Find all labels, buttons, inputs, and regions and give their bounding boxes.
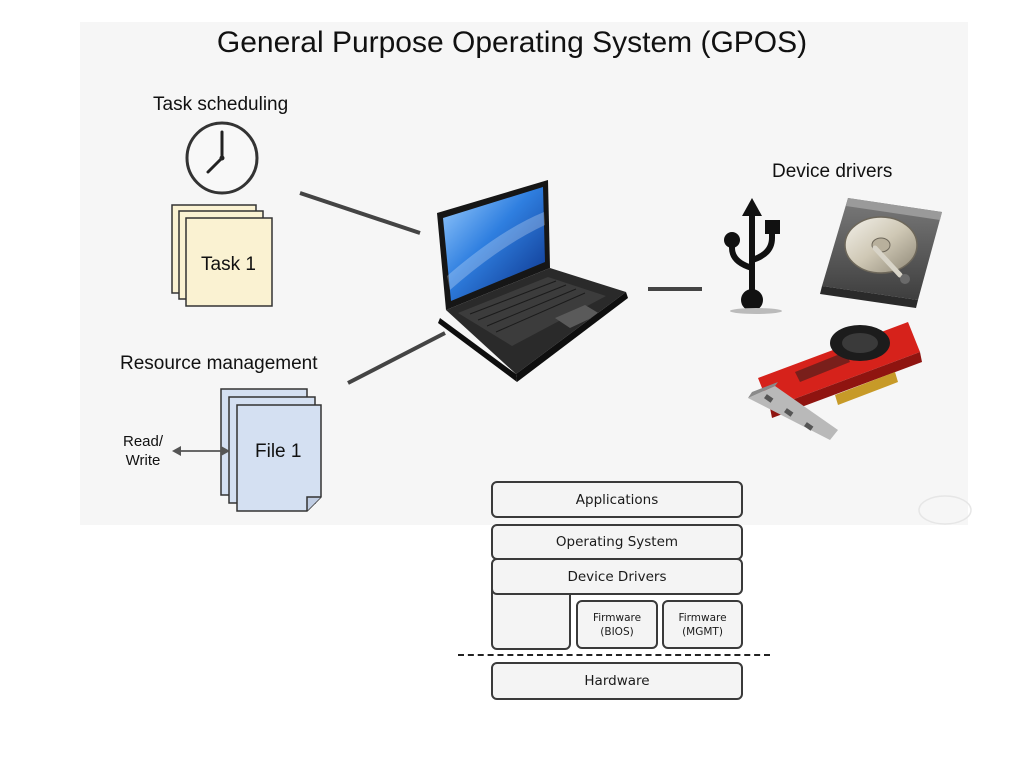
device-drivers-layer: Device Drivers <box>491 558 743 595</box>
read-write-label: Read/ Write <box>112 432 174 470</box>
usb-icon <box>724 198 782 314</box>
task-stack-icon <box>171 204 273 307</box>
firmware-bios-line1: Firmware <box>592 611 642 624</box>
hardware-layer: Hardware <box>491 662 743 700</box>
operating-system-layer: Operating System <box>491 524 743 560</box>
firmware-mgmt-layer: Firmware (MGMT) <box>662 600 743 649</box>
task-label: Task 1 <box>201 254 256 275</box>
firmware-mgmt-line2: (MGMT) <box>682 625 723 638</box>
firmware-bios-line2: (BIOS) <box>600 625 634 638</box>
diagram-title: General Purpose Operating System (GPOS) <box>216 26 808 59</box>
clock-icon <box>185 121 259 195</box>
file-label: File 1 <box>255 441 302 462</box>
read-write-arrow <box>172 446 230 456</box>
file-stack-icon <box>220 388 322 512</box>
read-label: Read/ <box>122 433 164 450</box>
watermark-logo <box>918 495 972 525</box>
firmware-bios-layer: Firmware (BIOS) <box>576 600 658 649</box>
hardware-separator <box>458 654 770 656</box>
task-scheduling-label: Task scheduling <box>153 94 289 115</box>
connector-task-to-laptop <box>299 191 421 235</box>
graphics-card-icon <box>748 322 922 440</box>
connector-file-to-laptop <box>347 331 446 385</box>
device-drivers-label: Device drivers <box>772 161 893 182</box>
applications-layer: Applications <box>491 481 743 518</box>
laptop-icon <box>437 180 628 382</box>
firmware-mgmt-line1: Firmware <box>678 611 727 624</box>
hard-drive-icon <box>820 198 942 308</box>
resource-management-label: Resource management <box>120 353 318 374</box>
write-label: Write <box>125 452 161 469</box>
